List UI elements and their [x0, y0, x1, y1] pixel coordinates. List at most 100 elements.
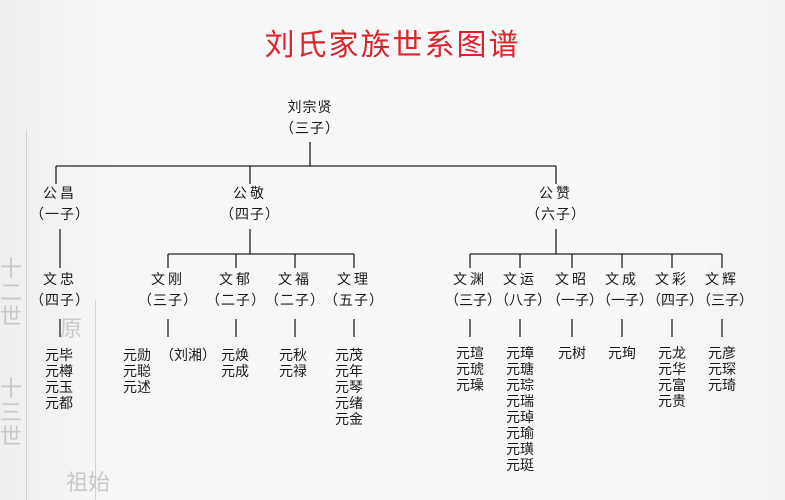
- gen4-name: 元绪: [335, 396, 363, 412]
- gen3-son-count: （一子）: [597, 293, 653, 309]
- gen2-son-count: （六子）: [526, 207, 586, 223]
- gen2-name: 公昌: [43, 186, 77, 202]
- gen4-name: 元富: [658, 378, 686, 394]
- gen4-list: 元树: [558, 346, 586, 362]
- gen4-name: 元璋: [506, 346, 534, 362]
- gen4-list: 元珣: [608, 346, 636, 362]
- gen4-name: 元璪: [456, 378, 484, 394]
- gen4-list: 元瑄 元琥 元璪: [456, 346, 484, 394]
- gen4-name: 元焕: [221, 348, 249, 364]
- gen2-name: 公赞: [539, 186, 573, 202]
- gen3-node: 文渊 （三子）: [445, 270, 501, 312]
- gen3-son-count: （八子）: [495, 293, 551, 309]
- faint-mark-gen13: 十三世: [0, 377, 23, 450]
- gen3-name: 文彩: [655, 272, 689, 288]
- gen4-name: 元瑄: [456, 346, 484, 362]
- gen4-name: 元金: [335, 412, 363, 428]
- gen4-name: 元都: [45, 396, 73, 412]
- gen3-node: 文忠 （四子）: [20, 270, 100, 312]
- faint-mark-ancestor: 祖始: [66, 471, 111, 496]
- gen3-node: 文昭 （一子）: [547, 270, 603, 312]
- root-name: 刘宗贤: [287, 100, 333, 116]
- gen3-son-count: （四子）: [30, 293, 90, 309]
- gen3-son-count: （三子）: [697, 293, 753, 309]
- gen3-son-count: （一子）: [547, 293, 603, 309]
- gen4-name: 元秋: [279, 348, 307, 364]
- gen4-name: 元琥: [456, 362, 484, 378]
- gen3-node: 文理 （五子）: [324, 270, 384, 312]
- gen4-name: 元璜: [506, 442, 534, 458]
- gen3-son-count: （五子）: [324, 293, 384, 309]
- gen4-name: 元龙: [658, 346, 686, 362]
- gen4-name: 元琴: [335, 380, 363, 396]
- gen4-list: 元龙 元华 元富 元贵: [658, 346, 686, 410]
- gen3-son-count: （二子）: [265, 293, 325, 309]
- gen3-name: 文成: [605, 272, 639, 288]
- gen4-name: 元瑞: [506, 394, 534, 410]
- gen4-name: 元述: [123, 380, 151, 396]
- gen2-son-count: （一子）: [30, 207, 90, 223]
- gen2-node: 公敬 （四子）: [200, 184, 300, 226]
- gen3-son-count: （三子）: [138, 293, 198, 309]
- gen4-name: 元勋: [123, 348, 151, 364]
- gen2-son-count: （四子）: [220, 207, 280, 223]
- gen3-name: 文理: [337, 272, 371, 288]
- gen4-name: 元珣: [608, 346, 636, 362]
- gen4-name: 元毕: [45, 348, 73, 364]
- gen3-son-count: （三子）: [445, 293, 501, 309]
- gen4-name: 元聪: [123, 364, 151, 380]
- faint-mark-gen12: 十二世: [0, 257, 23, 330]
- gen4-list: 元璋 元瑭 元琮 元瑞 元琸 元瑜 元璜 元珽: [506, 346, 534, 474]
- gen4-list: 元秋 元禄: [279, 348, 307, 380]
- gen4-name: 元琮: [506, 378, 534, 394]
- root-son-count: （三子）: [280, 121, 340, 137]
- gen4-list: 元茂 元年 元琴 元绪 元金: [335, 348, 363, 428]
- gen2-node: 公赞 （六子）: [506, 184, 606, 226]
- gen4-name: 元珽: [506, 458, 534, 474]
- gen4-name: 元禄: [279, 364, 307, 380]
- gen3-name: 文福: [278, 272, 312, 288]
- gen3-node: 文运 （八子）: [495, 270, 551, 312]
- gen3-node: 文福 （二子）: [265, 270, 325, 312]
- gen2-name: 公敬: [233, 186, 267, 202]
- gen4-name: 元贵: [658, 394, 686, 410]
- gen2-node: 公昌 （一子）: [10, 184, 110, 226]
- gen4-name: 元瑭: [506, 362, 534, 378]
- gen3-name: 文忠: [43, 272, 77, 288]
- gen3-node: 文辉 （三子）: [697, 270, 753, 312]
- faint-border-line: [95, 300, 96, 500]
- gen4-name: 元华: [658, 362, 686, 378]
- gen4-name: 元玉: [45, 380, 73, 396]
- side-note: （刘湘）: [160, 348, 216, 364]
- gen4-name: 元琸: [506, 410, 534, 426]
- gen3-node: 文刚 （三子）: [138, 270, 198, 312]
- gen4-name: 元茂: [335, 348, 363, 364]
- gen3-node: 文成 （一子）: [597, 270, 653, 312]
- gen3-name: 文郁: [219, 272, 253, 288]
- faint-mark-origin: 原: [60, 317, 83, 342]
- gen3-node: 文郁 （二子）: [206, 270, 266, 312]
- gen4-name: 元树: [558, 346, 586, 362]
- gen4-list: 元焕 元成: [221, 348, 249, 380]
- gen3-name: 文刚: [151, 272, 185, 288]
- gen3-name: 文昭: [555, 272, 589, 288]
- gen4-name: 元樽: [45, 364, 73, 380]
- gen3-name: 文辉: [705, 272, 739, 288]
- faint-border-line: [26, 130, 27, 500]
- gen3-son-count: （二子）: [206, 293, 266, 309]
- gen4-name: 元琦: [708, 378, 736, 394]
- gen3-name: 文渊: [453, 272, 487, 288]
- gen3-name: 文运: [503, 272, 537, 288]
- gen4-name: 元年: [335, 364, 363, 380]
- root-node: 刘宗贤 （三子）: [260, 98, 360, 140]
- gen4-name: 元彦: [708, 346, 736, 362]
- gen4-list: 元彦 元琛 元琦: [708, 346, 736, 394]
- gen3-son-count: （四子）: [647, 293, 703, 309]
- gen4-name: 元琛: [708, 362, 736, 378]
- gen4-name: 元成: [221, 364, 249, 380]
- gen4-list: 元毕 元樽 元玉 元都: [45, 348, 73, 412]
- gen4-list: 元勋 元聪 元述: [123, 348, 151, 396]
- gen4-name: 元瑜: [506, 426, 534, 442]
